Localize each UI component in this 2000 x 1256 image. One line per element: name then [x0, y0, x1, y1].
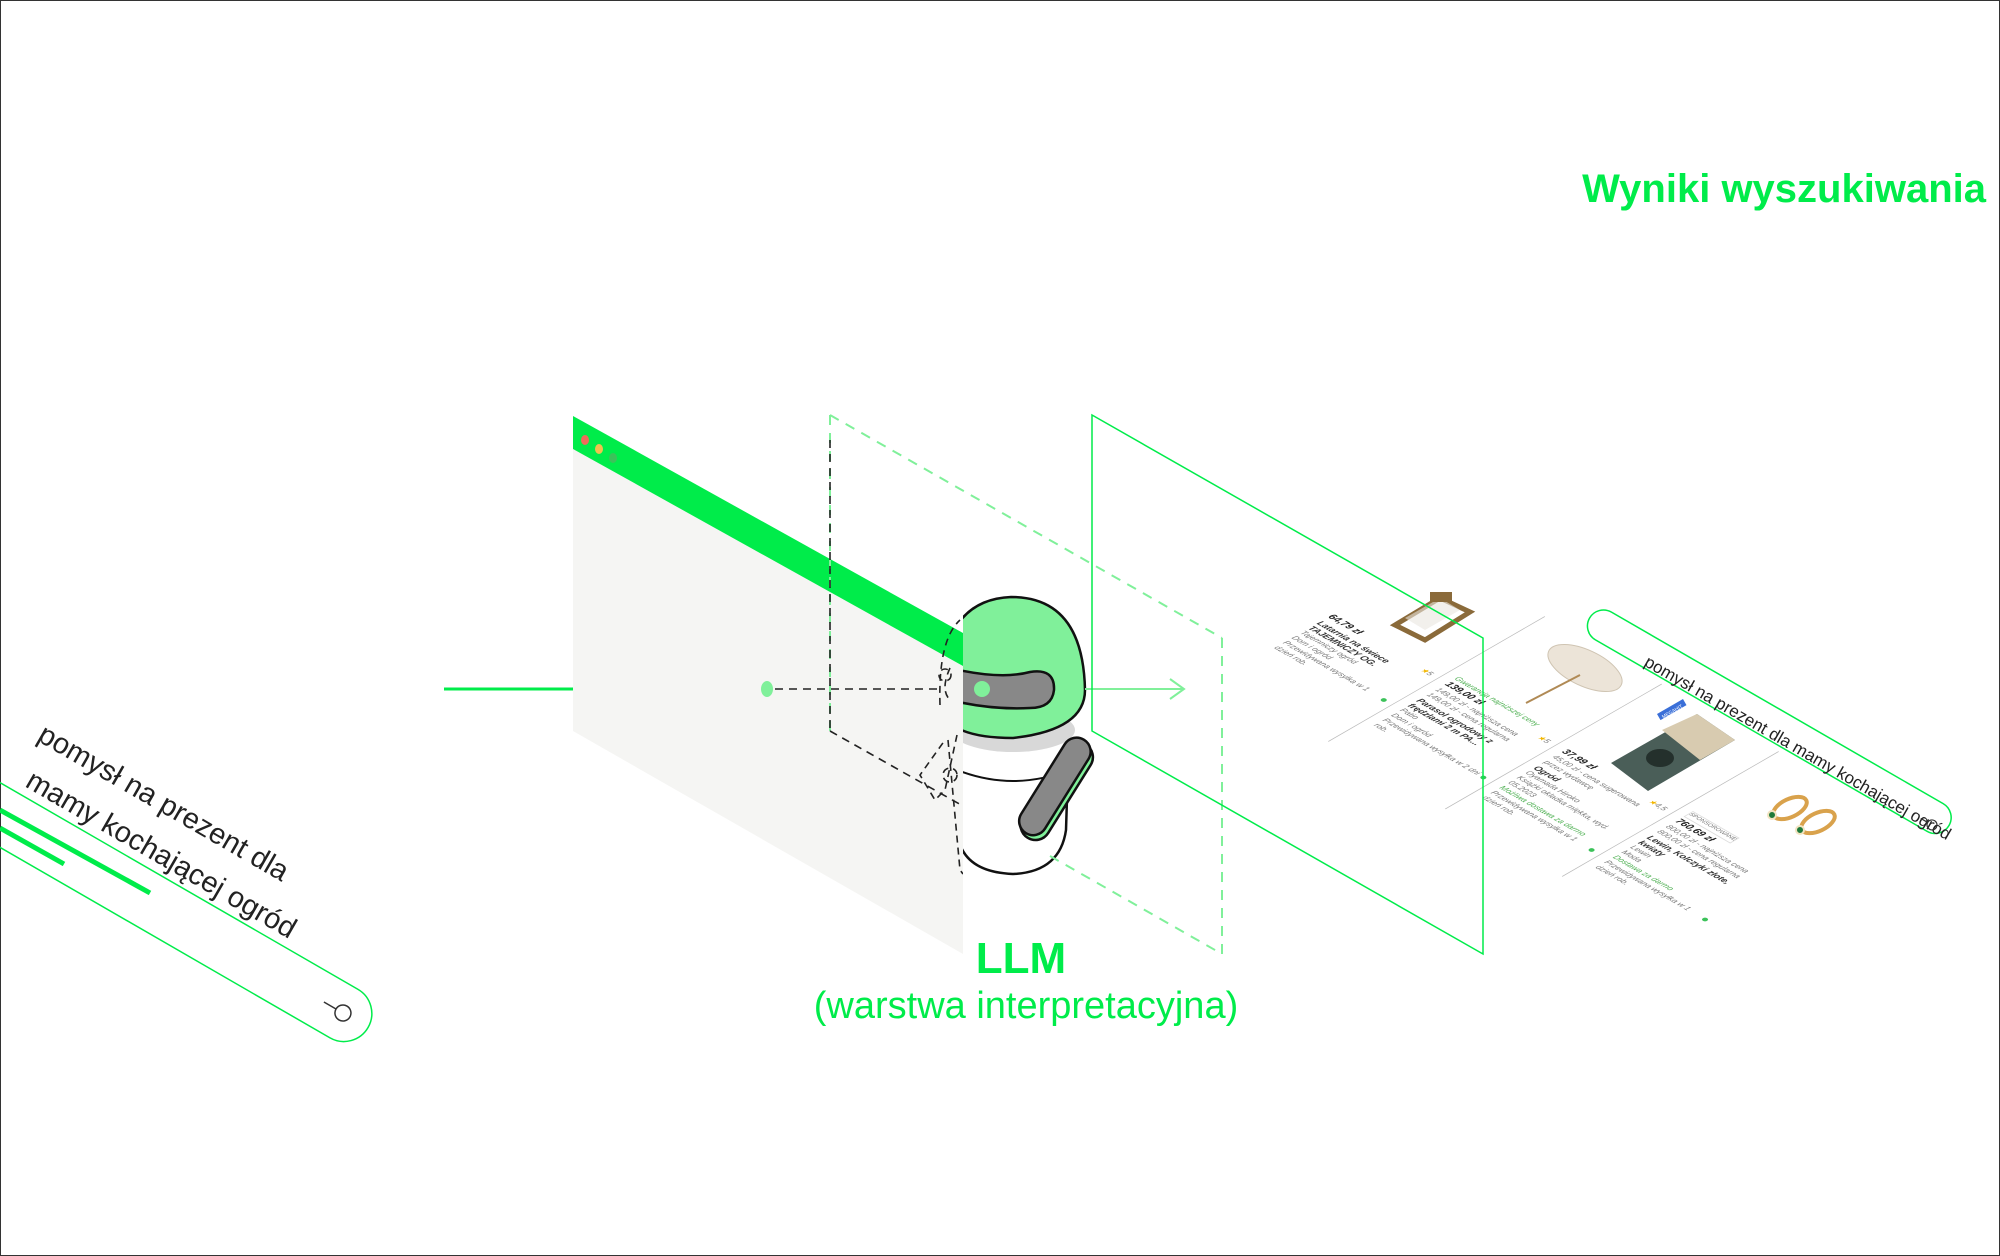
- results-title: Wyniki wyszukiwania: [1582, 167, 1987, 211]
- minimize-dot-icon[interactable]: [595, 444, 603, 454]
- card-separator: [1327, 616, 1546, 742]
- product-image-lantern[interactable]: [1389, 592, 1476, 643]
- availability-dot: [1587, 847, 1596, 853]
- maximize-dot-icon[interactable]: [609, 453, 617, 463]
- product-image-parasol[interactable]: [1525, 635, 1629, 704]
- browser-page: [573, 449, 963, 954]
- availability-dot: [1700, 917, 1710, 922]
- browser-window: [573, 416, 963, 954]
- llm-robot: [963, 595, 1095, 876]
- robot-eye: [974, 681, 990, 697]
- close-dot-icon[interactable]: [581, 435, 589, 445]
- output-arrow: [1085, 678, 1186, 700]
- typing-indicator-line: [0, 807, 152, 896]
- robot-hidden-outline: [919, 619, 963, 875]
- llm-subtitle: (warstwa interpretacyjna): [814, 985, 1238, 1027]
- typing-indicator-line: [0, 825, 66, 867]
- input-point: [761, 681, 773, 697]
- browser-titlebar: [573, 416, 963, 666]
- robot-arm: [1017, 736, 1095, 842]
- results-search-pill: [1586, 609, 1952, 835]
- results-grid: 64,79 zł ★5 Latarnia na świece TAJEMNICZ…: [1272, 613, 1779, 922]
- search-icon[interactable]: [320, 995, 354, 1024]
- results-plane: [1091, 413, 1484, 956]
- left-search-pill: [0, 740, 373, 1043]
- robot-visor: [963, 669, 1056, 710]
- card-separator: [1444, 683, 1663, 810]
- llm-title: LLM: [976, 934, 1066, 983]
- search-icon[interactable]: [1918, 814, 1939, 832]
- product-image-book[interactable]: MEGAHIT: [1611, 699, 1735, 791]
- left-search-box[interactable]: pomysł na prezent dla mamy kochającej og…: [0, 718, 382, 1051]
- availability-dot: [1379, 697, 1389, 703]
- product-image-earrings[interactable]: [1767, 792, 1838, 838]
- card-separator: [1561, 751, 1779, 877]
- interpretation-plane: [829, 414, 1223, 955]
